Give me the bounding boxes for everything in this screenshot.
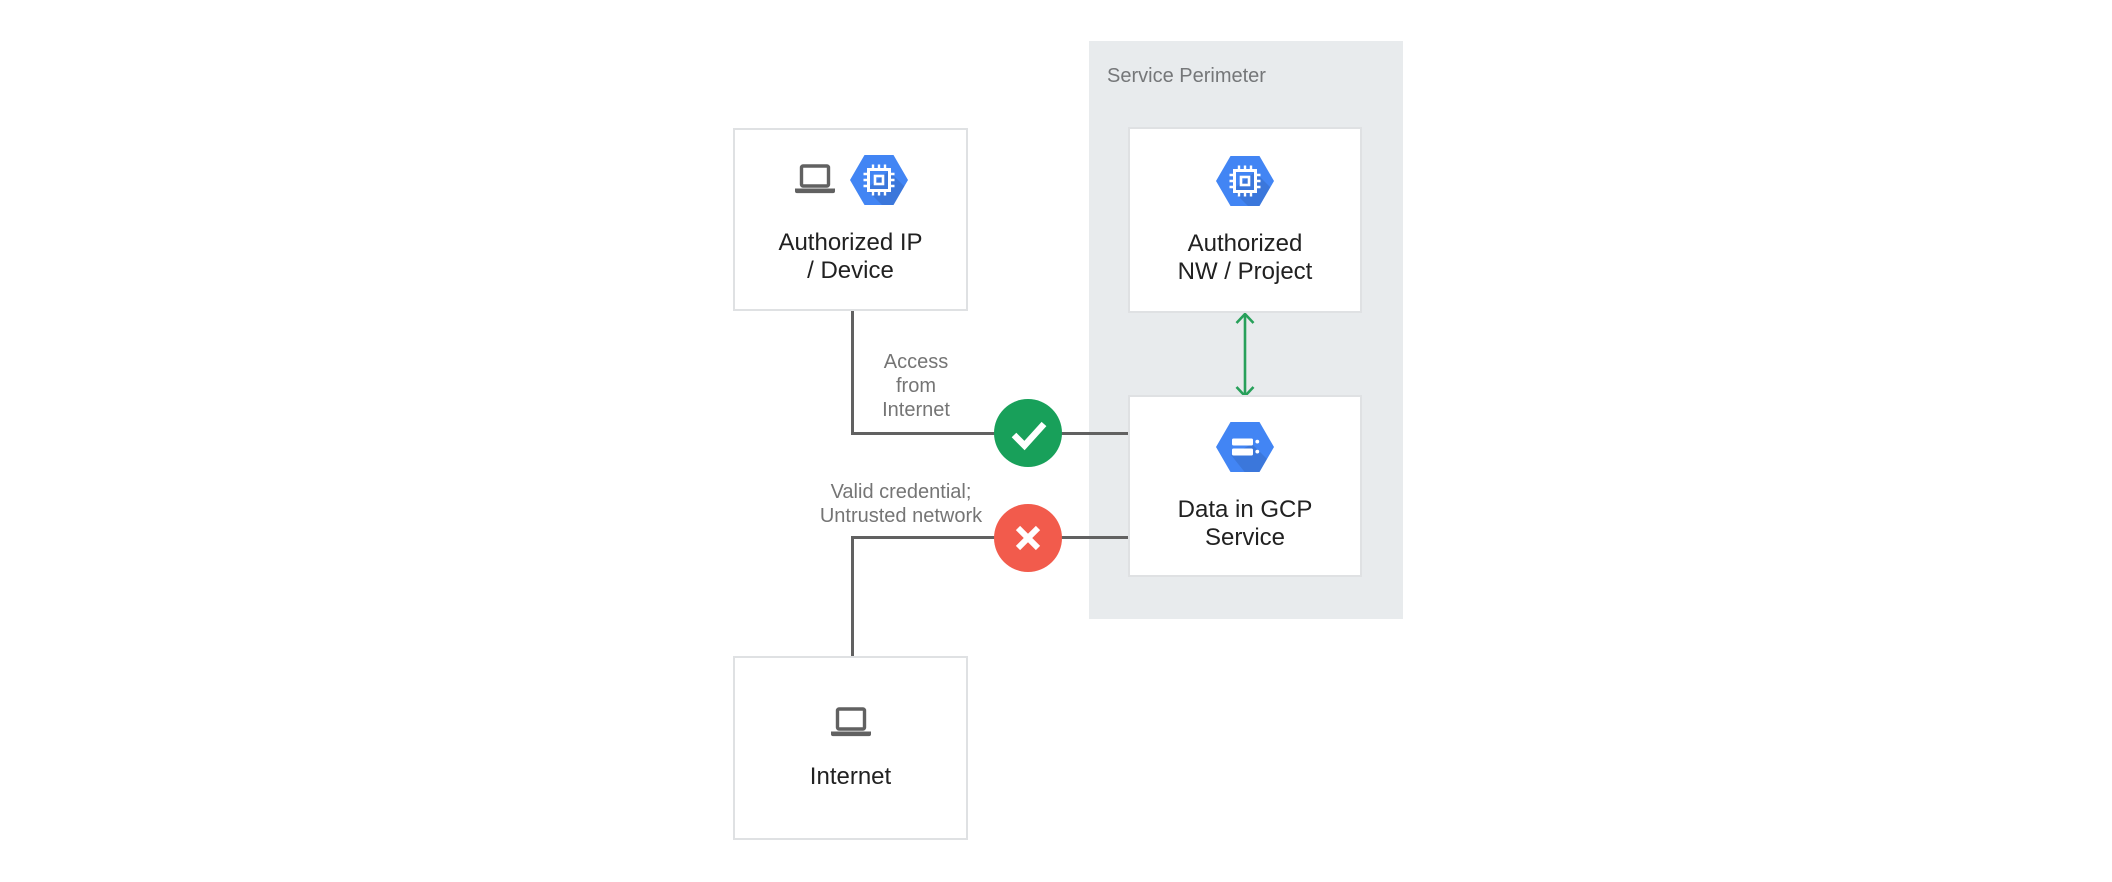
bidirectional-arrow-icon [1235,312,1255,398]
node-label-internet: Internet [809,762,892,790]
compute-engine-hexagon-icon [849,154,909,211]
connector-internet-line [851,537,854,657]
node-label-authorized-nw: Authorized NW / Project [1177,229,1313,285]
connector-authorized-ip-line [851,311,854,434]
service-perimeter-label: Service Perimeter [1107,65,1266,87]
node-internet: Internet [733,656,968,840]
connector-access-allowed-line [851,432,1128,435]
laptop-icon [829,706,873,745]
node-label-data-gcp: Data in GCP Service [1177,495,1313,551]
connector-access-denied-line [851,536,1128,539]
laptop-icon [793,163,837,202]
node-data-in-gcp-service: Data in GCP Service [1128,395,1362,577]
access-from-internet-label: Access from Internet [882,351,950,421]
node-authorized-ip-device: Authorized IP / Device [733,128,968,311]
cross-icon [994,504,1062,572]
valid-credential-label: Valid credential; Untrusted network [819,481,983,527]
node-label-authorized-ip: Authorized IP / Device [778,229,923,284]
compute-engine-hexagon-icon [1215,155,1275,212]
check-icon [994,399,1062,467]
cloud-storage-hexagon-icon [1215,421,1275,478]
node-authorized-nw-project: Authorized NW / Project [1128,127,1362,313]
